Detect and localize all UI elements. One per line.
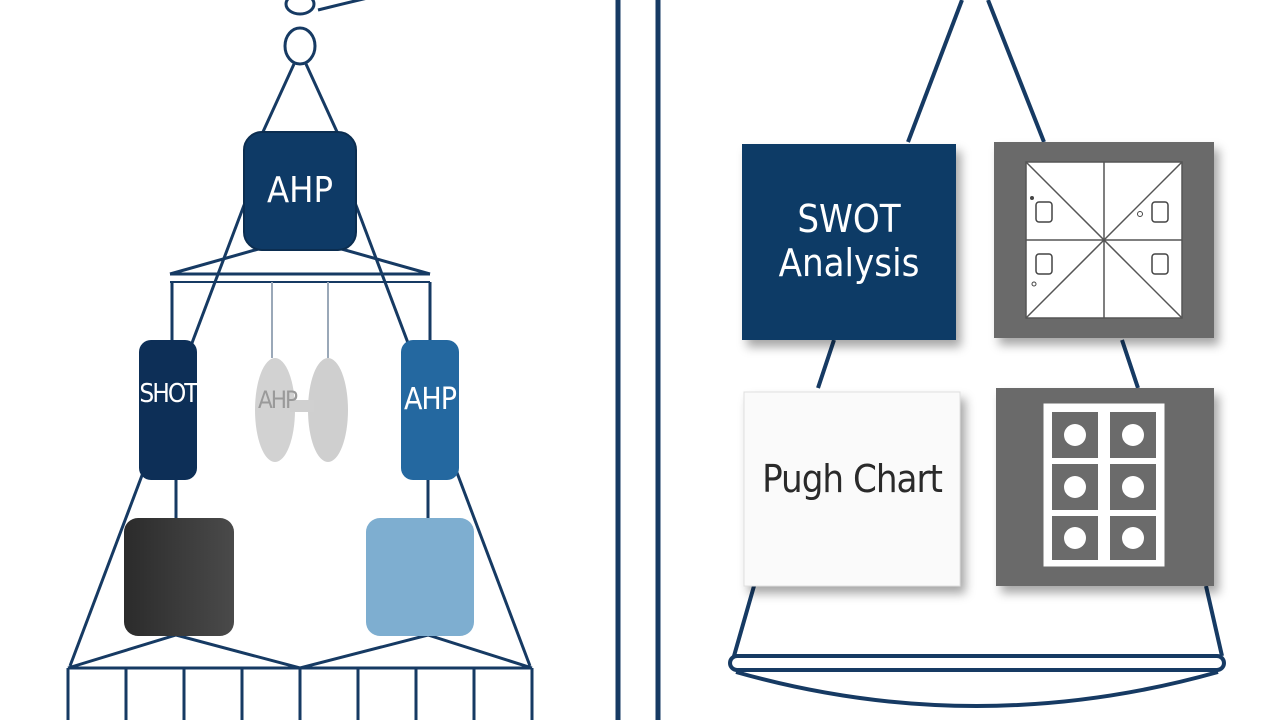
quadrant-marker-tr (1151, 201, 1169, 223)
quadrant-marker-br (1151, 253, 1169, 275)
cord-right (304, 63, 340, 135)
grid-dot (1064, 424, 1086, 446)
hook-ring-top (284, 0, 316, 16)
node-ahp-top-label: AHP (266, 170, 334, 212)
branch-diag-left (169, 246, 263, 276)
quadrant-marker-tl (1035, 201, 1053, 223)
node-shot (139, 340, 197, 480)
scale-pan-rim (728, 654, 1226, 672)
node-ahp-right-label: AHP (403, 381, 457, 417)
hook-ring (283, 26, 317, 66)
scale-pan-bowl (735, 670, 1219, 708)
quadrant-marker-bl (1035, 253, 1053, 275)
node-ahp-top (243, 131, 357, 251)
scale-link-right-low (1204, 585, 1224, 657)
grid-icon (1043, 403, 1165, 567)
grid-dot (1122, 476, 1144, 498)
node-shot-label: SHOT (139, 379, 198, 410)
block-dark (124, 518, 234, 636)
node-faded-label: AHP (257, 386, 298, 415)
scale-link-right (1120, 339, 1140, 389)
hook-curve (317, 0, 366, 12)
swot-analysis-box (742, 144, 956, 340)
scale-cord-left (906, 0, 964, 143)
node-ahp-right (401, 340, 459, 480)
pugh-chart-label: Pugh Chart (762, 457, 943, 502)
block-light-blue (366, 518, 474, 636)
grid-dot (1122, 527, 1144, 549)
scale-link-left-low (732, 585, 756, 657)
swot-analysis-label: SWOT Analysis (778, 197, 920, 285)
swot-matrix-grid (1025, 161, 1183, 319)
right-scale (728, 0, 1226, 708)
scale-link-left (816, 339, 836, 389)
grid-dot (1064, 527, 1086, 549)
node-faded-right (308, 358, 348, 462)
cord-left (260, 63, 296, 135)
branch-diag-right (337, 246, 431, 276)
node-faded-link (290, 400, 314, 412)
scale-cord-right (986, 0, 1046, 143)
base-zigzag (67, 633, 533, 670)
grid-dot (1064, 476, 1086, 498)
grid-dot (1122, 424, 1144, 446)
node-faded-left (255, 358, 295, 462)
pugh-chart-box (743, 391, 961, 587)
